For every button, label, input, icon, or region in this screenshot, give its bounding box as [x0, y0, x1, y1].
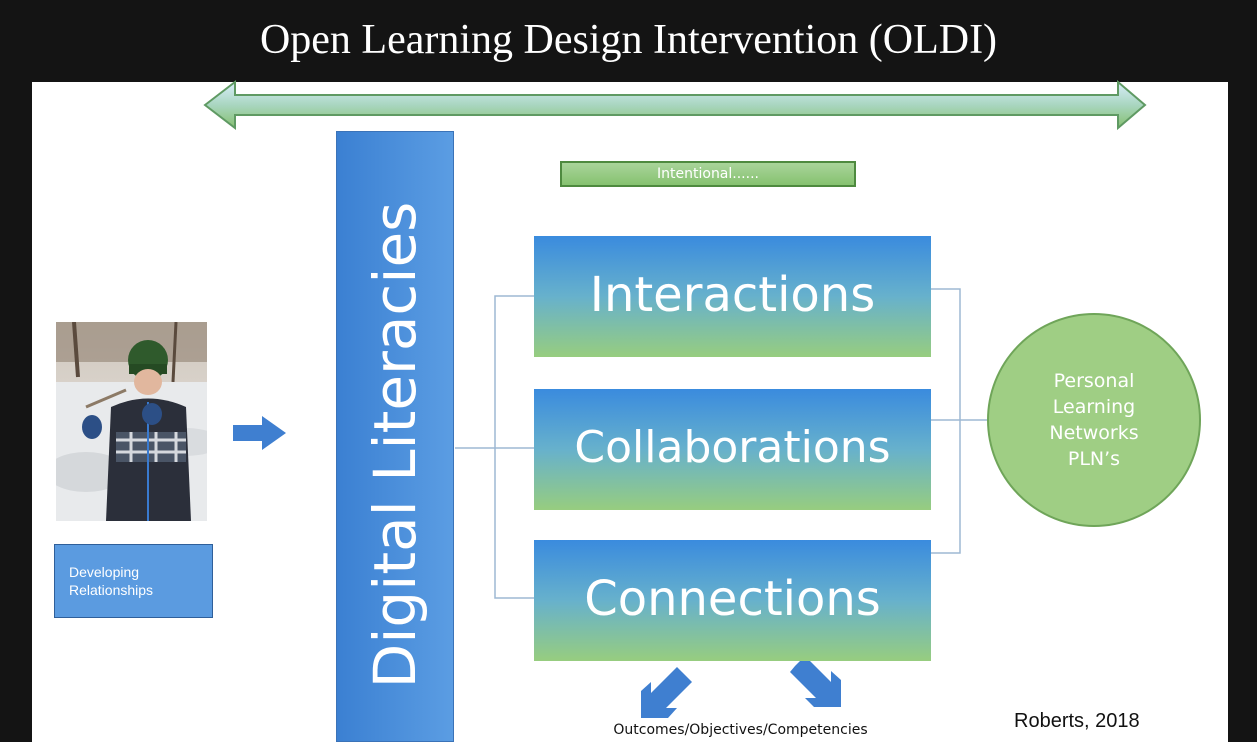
interactions-box: Interactions	[534, 236, 931, 357]
developing-line: Relationships	[69, 582, 154, 598]
down-right-arrow-icon	[790, 656, 841, 707]
right-arrow-icon	[233, 416, 286, 450]
digital-literacies-label: Digital Literacies	[361, 201, 429, 689]
double-arrow-icon	[203, 79, 1147, 131]
pln-label: Personal Learning Networks PLN’s	[990, 368, 1198, 472]
developing-line: Developing	[69, 564, 140, 580]
outcomes-label: Outcomes/Objectives/Competencies	[613, 722, 868, 738]
developing-relationships-box: Developing Relationships	[54, 544, 213, 618]
page-title: Open Learning Design Intervention (OLDI)	[259, 17, 998, 63]
pln-line: Learning	[1052, 396, 1136, 418]
pln-line: Networks	[1049, 422, 1139, 444]
digital-literacies-bar	[336, 131, 454, 742]
connector-line	[494, 295, 534, 599]
connector-line	[931, 288, 961, 554]
child-in-snow-photo-icon	[56, 322, 207, 521]
connections-box: Connections	[534, 540, 931, 661]
pln-line: PLN’s	[1067, 448, 1121, 470]
pln-circle	[987, 313, 1201, 527]
title-bar	[0, 0, 1257, 82]
pln-line: Personal	[1053, 370, 1135, 392]
intentional-label: Intentional......	[560, 161, 856, 187]
citation-label: Roberts, 2018	[1014, 710, 1140, 732]
down-left-arrow-icon	[641, 667, 692, 718]
collaborations-box: Collaborations	[534, 389, 931, 510]
